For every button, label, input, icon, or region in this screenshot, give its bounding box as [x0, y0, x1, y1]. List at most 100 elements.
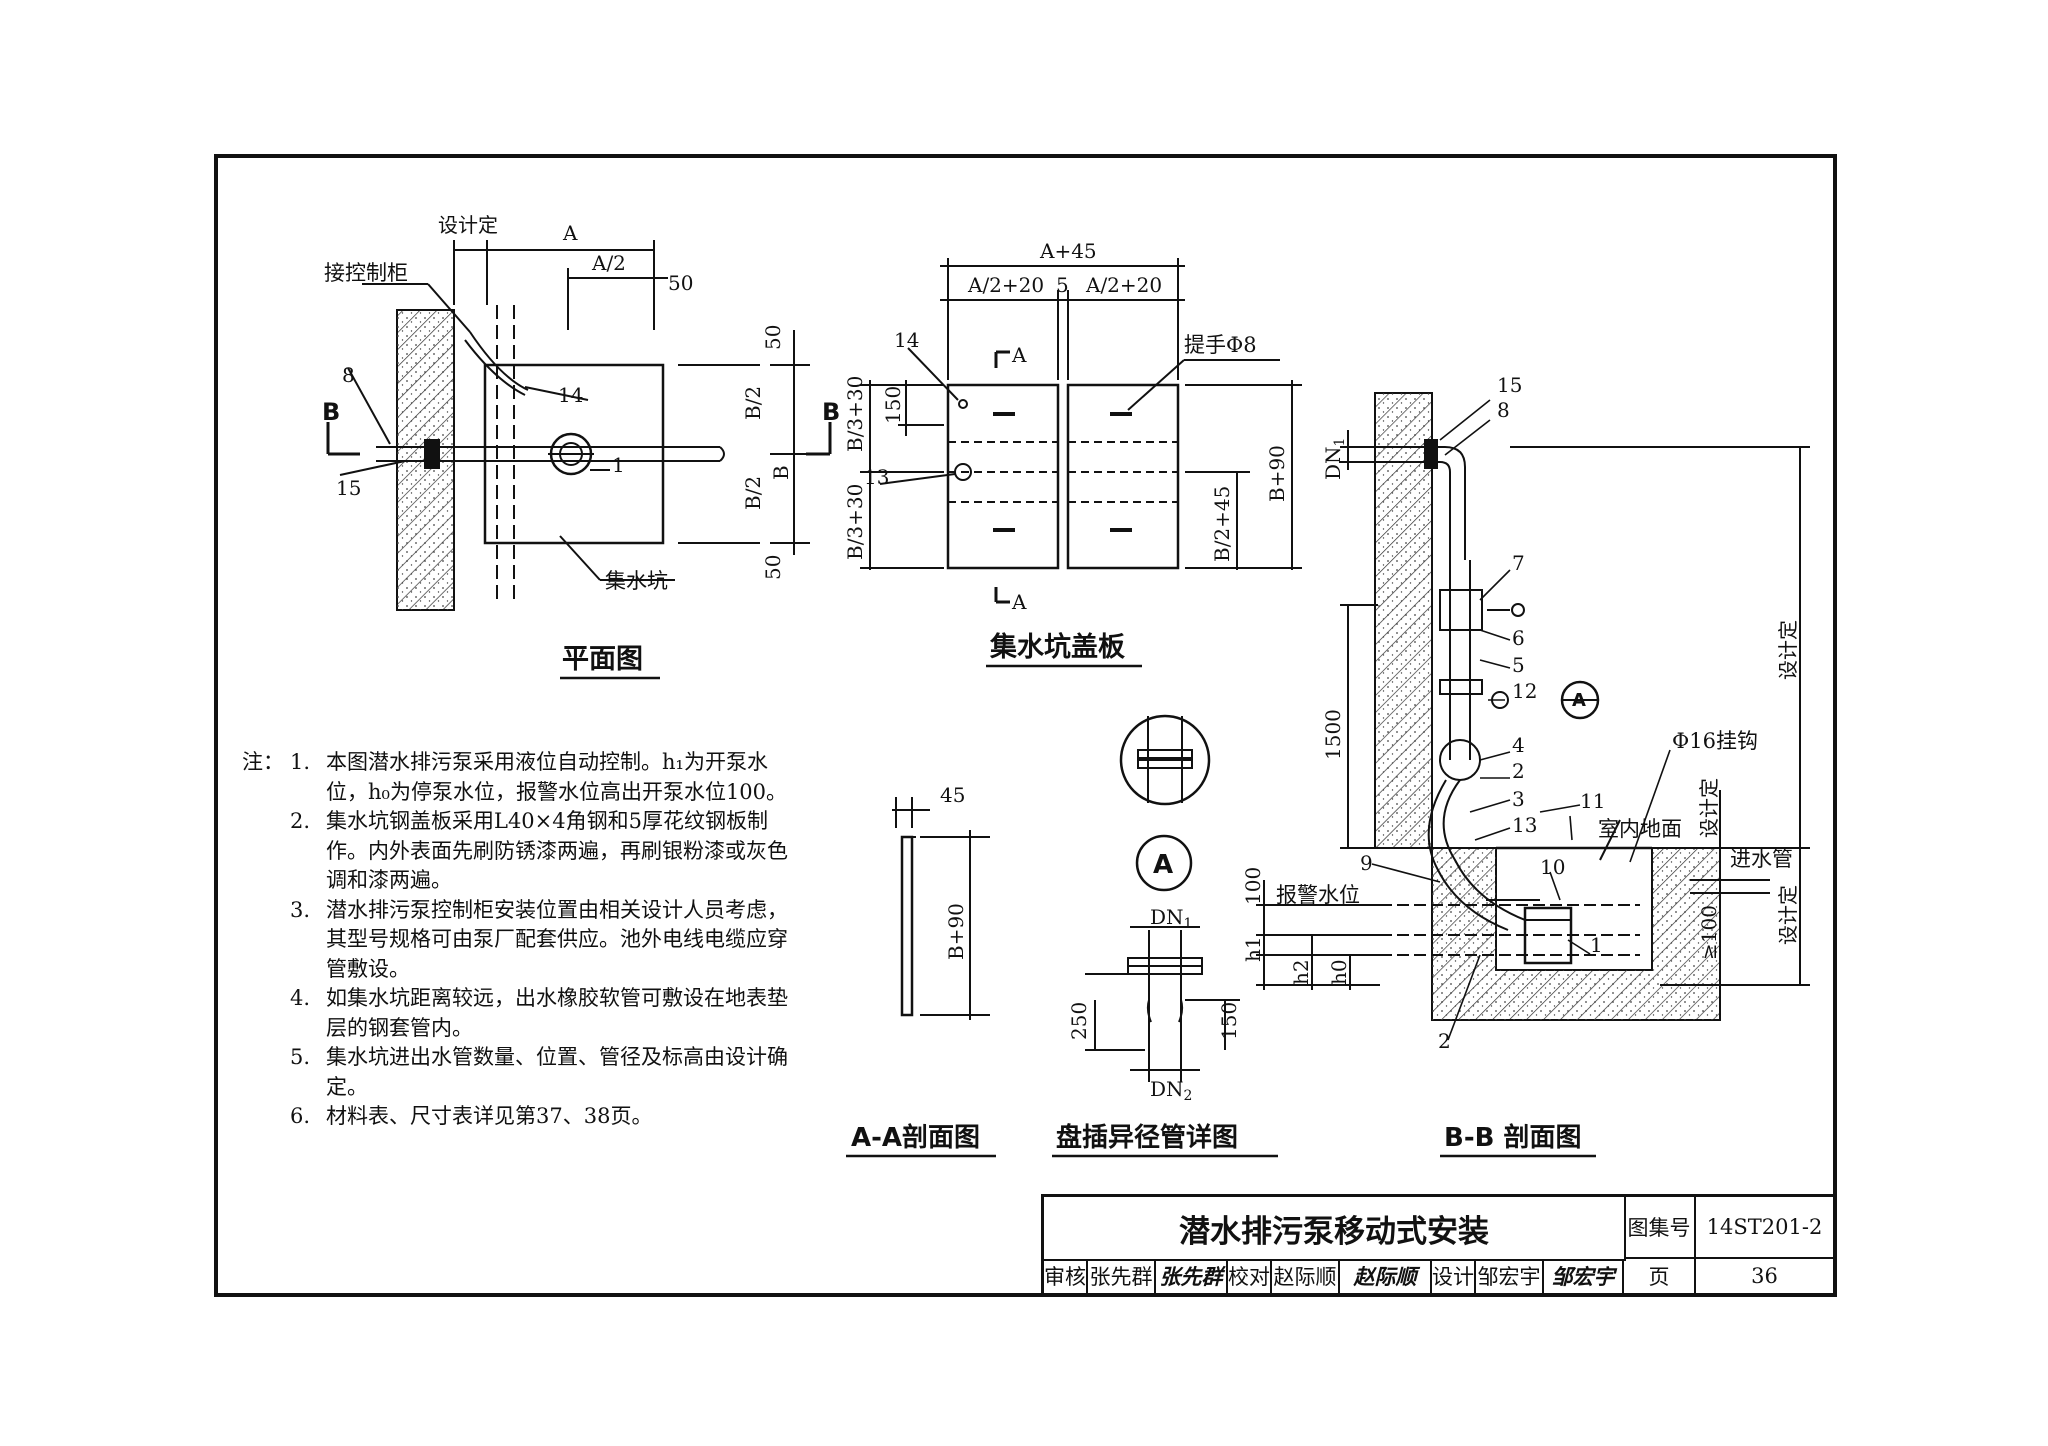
cover-dim-150: 150 — [881, 386, 905, 424]
notes-block: 注： 1.本图潜水排污泵采用液位自动控制。h₁为开泵水位，h₀为停泵水位，报警水… — [242, 748, 802, 1132]
aa-dim-45: 45 — [940, 783, 965, 807]
bb-callout-11: 11 — [1580, 789, 1605, 813]
bb-dim-h2: h2 — [1289, 959, 1313, 985]
pit-outline — [483, 363, 665, 545]
bb-dim-design3: 设计定 — [1776, 885, 1800, 945]
plan-label-cabinet: 接控制柜 — [324, 261, 408, 285]
notes-list: 1.本图潜水排污泵采用液位自动控制。h₁为开泵水位，h₀为停泵水位，报警水位高出… — [242, 748, 802, 1132]
detail-dim-dn2: DN2 — [1150, 1077, 1192, 1104]
plan-dim-50-top: 50 — [761, 325, 785, 350]
bb-dim-100: 100 — [1241, 867, 1265, 905]
plan-label-pit: 集水坑 — [605, 569, 668, 593]
detail-dim-250: 250 — [1067, 1002, 1091, 1040]
cover-plate-view — [860, 258, 1302, 604]
bb-marker-label: A — [1572, 690, 1586, 711]
plan-section-b-left: B — [322, 398, 340, 426]
detail-dim-dn1: DN1 — [1150, 905, 1192, 932]
drawing-frame — [214, 154, 1837, 1297]
cover-section-a-bottom: A — [1011, 590, 1027, 614]
detail-dim-150: 150 — [1217, 1002, 1241, 1040]
plan-dim-50: 50 — [668, 271, 693, 295]
bb-label-hook: Φ16挂钩 — [1672, 729, 1758, 753]
cover-dim-b330a: B/3+30 — [843, 376, 867, 452]
cover-dim-b90: B+90 — [1265, 445, 1289, 502]
bb-callout-3: 3 — [1512, 787, 1525, 811]
plan-callout-14: 14 — [558, 383, 583, 407]
aa-title: A-A剖面图 — [851, 1122, 980, 1153]
plan-dim-a2: A/2 — [591, 251, 626, 275]
cover-section-a-top: A — [1011, 343, 1027, 367]
cover-dim-a45: A+45 — [1039, 239, 1097, 263]
reducer-detail — [1085, 714, 1240, 1082]
bb-callout-2: 2 — [1512, 759, 1525, 783]
bb-section — [1256, 392, 1810, 1041]
bb-dim-design2: 设计定 — [1697, 778, 1721, 838]
checker-signature: 赵际顺 — [1340, 1259, 1432, 1293]
reviewer-signature: 张先群 — [1156, 1259, 1228, 1293]
designer-signature: 邹宏宇 — [1544, 1259, 1624, 1293]
plan-dim-b: B — [769, 465, 793, 480]
plan-dim-b2a: B/2 — [741, 386, 765, 420]
reviewer-name: 张先群 — [1088, 1259, 1156, 1293]
atlas-number: 14ST201-2 — [1696, 1197, 1833, 1259]
note-item: 6.材料表、尺寸表详见第37、38页。 — [290, 1104, 653, 1128]
plan-dim-b2b: B/2 — [741, 476, 765, 510]
plan-section-b-right: B — [822, 398, 840, 426]
page-label: 页 — [1624, 1259, 1696, 1293]
plan-callout-15: 15 — [336, 476, 361, 500]
cover-dim-a220a: A/2+20 — [967, 273, 1044, 297]
bb-callout-6: 6 — [1512, 626, 1525, 650]
bb-callout-9: 9 — [1360, 851, 1373, 875]
aa-section — [892, 797, 990, 1020]
plan-callout-1: 1 — [612, 453, 625, 477]
bb-title: B-B 剖面图 — [1444, 1122, 1581, 1153]
bb-callout-4: 4 — [1512, 733, 1525, 757]
bb-dim-h0: h0 — [1327, 959, 1351, 985]
note-item: 4.如集水坑距离较远，出水橡胶软管可敷设在地表垫层的钢套管内。 — [290, 986, 788, 1040]
bb-callout-15: 15 — [1497, 373, 1522, 397]
detail-title: 盘插异径管详图 — [1056, 1122, 1238, 1153]
note-item: 1.本图潜水排污泵采用液位自动控制。h₁为开泵水位，h₀为停泵水位，报警水位高出… — [290, 750, 788, 804]
bb-label-inlet: 进水管 — [1730, 847, 1793, 871]
bb-callout-2b: 2 — [1438, 1029, 1451, 1053]
bb-callout-10: 10 — [1540, 855, 1565, 879]
note-item: 3.潜水排污泵控制柜安装位置由相关设计人员考虑，其型号规格可由泵厂配套供应。池外… — [290, 897, 788, 981]
atlas-label: 图集号 — [1624, 1197, 1696, 1259]
note-item: 2.集水坑钢盖板采用L40×4角钢和5厚花纹钢板制作。内外表面先刷防锈漆两遍，再… — [290, 809, 788, 892]
cover-dim-a220b: A/2+20 — [1085, 273, 1162, 297]
check-label: 校对 — [1228, 1259, 1272, 1293]
design-label: 设计 — [1432, 1259, 1476, 1293]
bb-callout-7: 7 — [1512, 551, 1525, 575]
plan-dim-a: A — [562, 221, 578, 245]
bb-dim-design1: 设计定 — [1776, 620, 1800, 680]
bb-callout-5: 5 — [1512, 653, 1525, 677]
designer-name: 邹宏宇 — [1476, 1259, 1544, 1293]
cover-dim-5: 5 — [1056, 273, 1069, 297]
bb-callout-8: 8 — [1497, 398, 1510, 422]
detail-marker-label: A — [1153, 850, 1173, 880]
cover-panel-right — [1066, 383, 1180, 570]
detail-marker — [1135, 834, 1193, 892]
bb-pump — [1523, 906, 1573, 965]
bb-label-alarm: 报警水位 — [1276, 883, 1360, 907]
cover-dim-b245: B/2+45 — [1210, 486, 1234, 562]
check-valve-flange — [1439, 679, 1483, 695]
bb-dim-ge100: ≥100 — [1697, 905, 1721, 960]
cover-callout-13: 13 — [864, 465, 889, 489]
title-block: 潜水排污泵移动式安装 图集号 14ST201-2 审核 张先群 张先群 校对 赵… — [1041, 1194, 1833, 1293]
drawing-title: 潜水排污泵移动式安装 — [1044, 1197, 1626, 1261]
bb-dim-dn1: DN1 — [1321, 438, 1348, 480]
bb-dim-h1: h1 — [1241, 936, 1265, 962]
gate-valve — [1439, 589, 1483, 631]
cover-dim-b330b: B/3+30 — [843, 484, 867, 560]
plan-view — [326, 240, 832, 611]
cover-callout-14: 14 — [894, 328, 919, 352]
bb-callout-12: 12 — [1512, 679, 1537, 703]
plan-dim-50-bottom: 50 — [761, 555, 785, 580]
notes-head: 注： — [242, 750, 284, 774]
cover-label-handle: 提手Φ8 — [1184, 333, 1257, 357]
bb-callout-1: 1 — [1590, 933, 1603, 957]
page-number: 36 — [1751, 1264, 1778, 1288]
plan-title: 平面图 — [562, 644, 643, 675]
